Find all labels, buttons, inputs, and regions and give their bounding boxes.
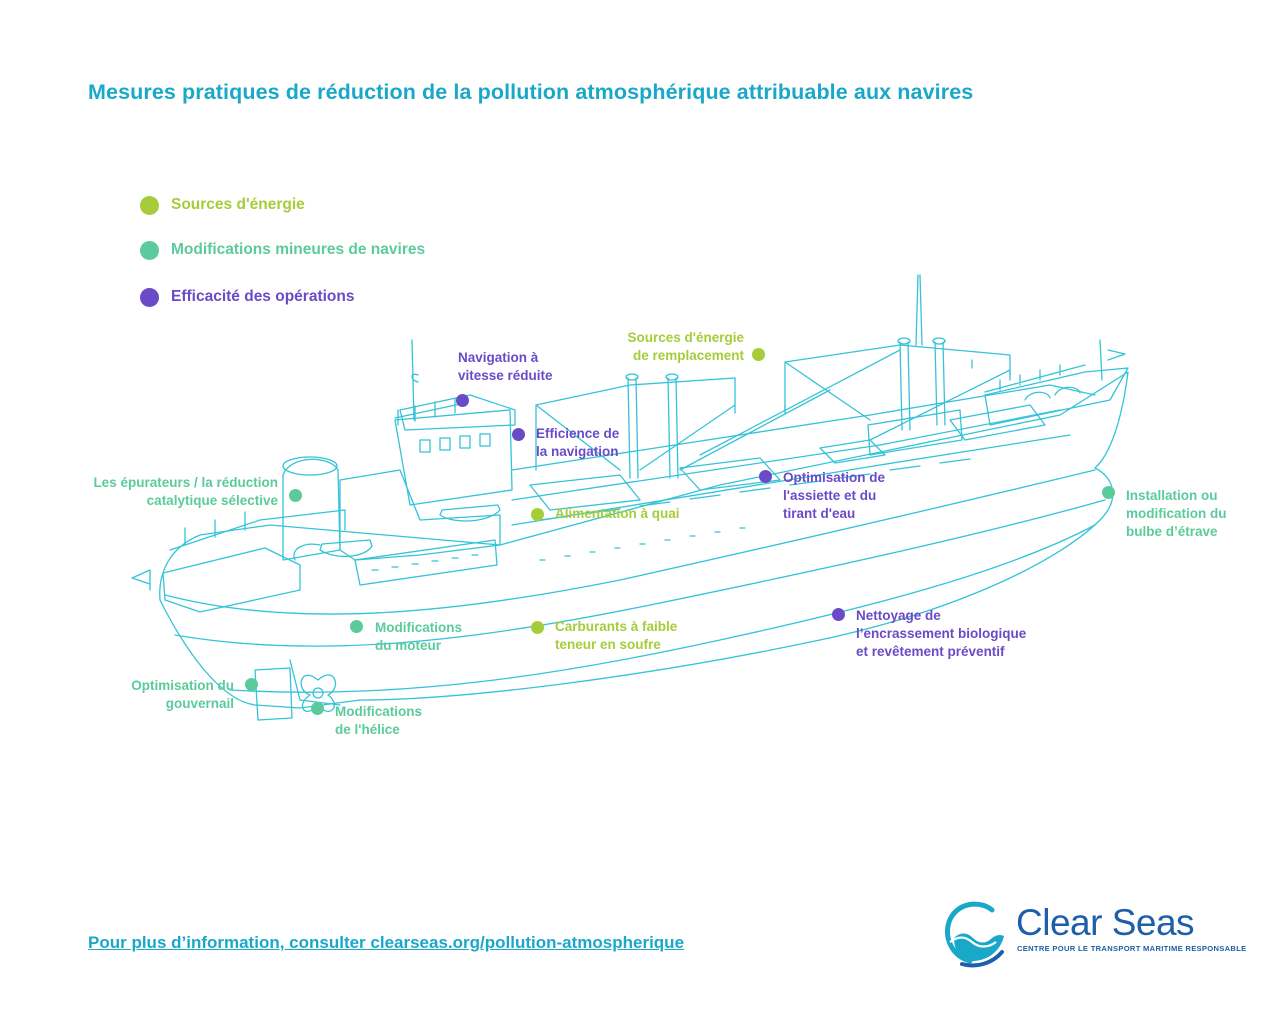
bridge-rail [394, 398, 466, 426]
dot-bulbous-bow [1102, 486, 1115, 499]
hull-lower-line [229, 524, 1096, 693]
hull-sheer-line [164, 469, 1096, 615]
legend-item-operations: Efficacité des opérations [140, 287, 354, 307]
hatch-4 [949, 404, 1046, 441]
dot-rudder [245, 678, 258, 691]
fore-deckhouse [867, 409, 963, 456]
dot-hull-cleaning [832, 608, 845, 621]
legend-dot-energy [140, 195, 159, 215]
stern-post [289, 659, 341, 706]
page-title: Mesures pratiques de réduction de la pol… [88, 80, 974, 104]
lifeboat-2 [319, 539, 373, 557]
bow-mast [1099, 339, 1126, 381]
dot-navigation-efficiency [512, 428, 525, 441]
portholes-aft [371, 554, 479, 571]
lifeboat-1 [439, 504, 501, 522]
legend-label-energy: Sources d'énergie [171, 196, 305, 213]
kingpost-2 [667, 377, 679, 479]
fore-mast [915, 274, 923, 346]
legend-label-operations: Efficacité des opérations [171, 288, 355, 305]
anchor-winch [1024, 386, 1081, 401]
funnel-cap [293, 543, 321, 561]
propeller-hub [312, 687, 324, 699]
dot-engine [350, 620, 363, 633]
dot-low-sulphur [531, 621, 544, 634]
derrick-boom-1 [639, 389, 831, 471]
logo-tagline: CENTRE POUR LE TRANSPORT MARITIME RESPON… [1017, 944, 1247, 953]
rudder [254, 667, 293, 721]
legend-dot-operations [140, 287, 159, 307]
fore-kingposts [899, 341, 946, 431]
derrick-frame-2 [784, 344, 1011, 421]
clear-seas-wave-icon [945, 901, 1004, 968]
dot-trim-draft [759, 470, 772, 483]
hull-portholes [539, 527, 746, 561]
superstructure-mid [394, 409, 513, 506]
dot-shore-power [531, 508, 544, 521]
clear-seas-logo: Clear Seas CENTRE POUR LE TRANSPORT MARI… [940, 898, 1246, 968]
cargo-bulwark [511, 434, 1071, 526]
label-shore-power: Alimentation à quai [555, 506, 680, 521]
stern-flag [131, 569, 151, 591]
stern-rail [169, 509, 346, 551]
derrick-frame-1 [535, 377, 736, 471]
hatch-1 [529, 474, 641, 511]
kingpost-2-top [665, 373, 679, 381]
legend-label-minor: Modifications mineures de navires [171, 241, 426, 258]
hull-waterline [174, 499, 1106, 647]
stern-deck [162, 547, 301, 613]
kingpost-1 [627, 377, 639, 479]
kingpost-1-top [625, 373, 639, 381]
legend-dot-minor [140, 240, 159, 260]
more-info-link[interactable]: Pour plus d’information, consulter clear… [88, 933, 685, 952]
dot-scrubbers [289, 489, 302, 502]
fore-kingpost-top-1 [897, 337, 911, 345]
bridge-windows [419, 433, 491, 453]
forecastle [984, 367, 1129, 426]
legend-item-energy: Sources d'énergie [140, 195, 305, 215]
cargo-deck-edge [511, 384, 1096, 471]
hatch-3 [819, 439, 886, 464]
funnel-top [282, 456, 338, 476]
derrick-boom-2 [699, 349, 1011, 456]
funnel [282, 458, 341, 561]
fore-kingpost-top-2 [932, 337, 946, 345]
mast-aft [411, 339, 419, 421]
lower-deck-box [354, 539, 498, 586]
dot-reduced-speed [456, 394, 469, 407]
forecastle-rail [984, 364, 1086, 393]
hatch-2 [679, 457, 781, 491]
superstructure-lower [339, 469, 501, 561]
dot-propeller [311, 702, 324, 715]
cargo-portholes [539, 458, 971, 521]
cargo-hooks [734, 359, 1011, 414]
hull-outline [159, 371, 1129, 709]
cargo-deck-inner [511, 409, 1061, 501]
logo-name: Clear Seas [1016, 902, 1195, 943]
dot-alternative-energy [752, 348, 765, 361]
legend-item-minor: Modifications mineures de navires [140, 240, 425, 260]
